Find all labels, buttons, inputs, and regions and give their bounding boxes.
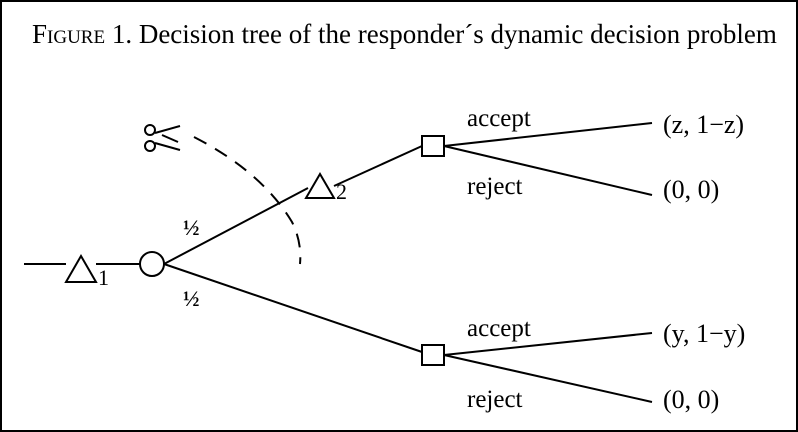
lower-accept-label: accept: [467, 315, 531, 342]
figure-number: Figure 1: [32, 19, 126, 49]
player-1-label: 1: [98, 265, 109, 290]
upper-accept-payoff: (z, 1−z): [663, 110, 744, 139]
lower-choice-node: [421, 344, 445, 366]
figure-caption: Figure 1. Decision tree of the responder…: [32, 16, 782, 52]
probability-lower: ½: [183, 286, 200, 311]
upper-accept-label: accept: [467, 105, 531, 132]
decision-node-1: [64, 253, 98, 283]
edge-lower-reject: [443, 354, 653, 403]
edge-chance-lower-choice: [163, 263, 423, 353]
cut-line: [193, 136, 302, 265]
edge-upper-reject: [443, 145, 653, 196]
scissors-icon: [144, 124, 181, 152]
lower-accept-payoff: (y, 1−y): [663, 319, 745, 348]
lower-reject-label: reject: [467, 386, 523, 413]
edge-chance-node2: [163, 187, 309, 265]
edge-node2-upper-choice: [333, 145, 423, 187]
upper-reject-label: reject: [467, 173, 523, 200]
upper-reject-payoff: (0, 0): [663, 175, 719, 204]
edge-upper-accept: [443, 122, 653, 147]
upper-choice-node: [421, 135, 445, 157]
decision-node-2: [304, 172, 336, 199]
edge-lower-accept: [443, 332, 653, 356]
caption-text: . Decision tree of the responder´s dynam…: [125, 19, 777, 49]
player-2-label: 2: [336, 179, 347, 204]
chance-node: [139, 251, 165, 277]
probability-upper: ½: [183, 215, 200, 240]
lower-reject-payoff: (0, 0): [663, 385, 719, 414]
